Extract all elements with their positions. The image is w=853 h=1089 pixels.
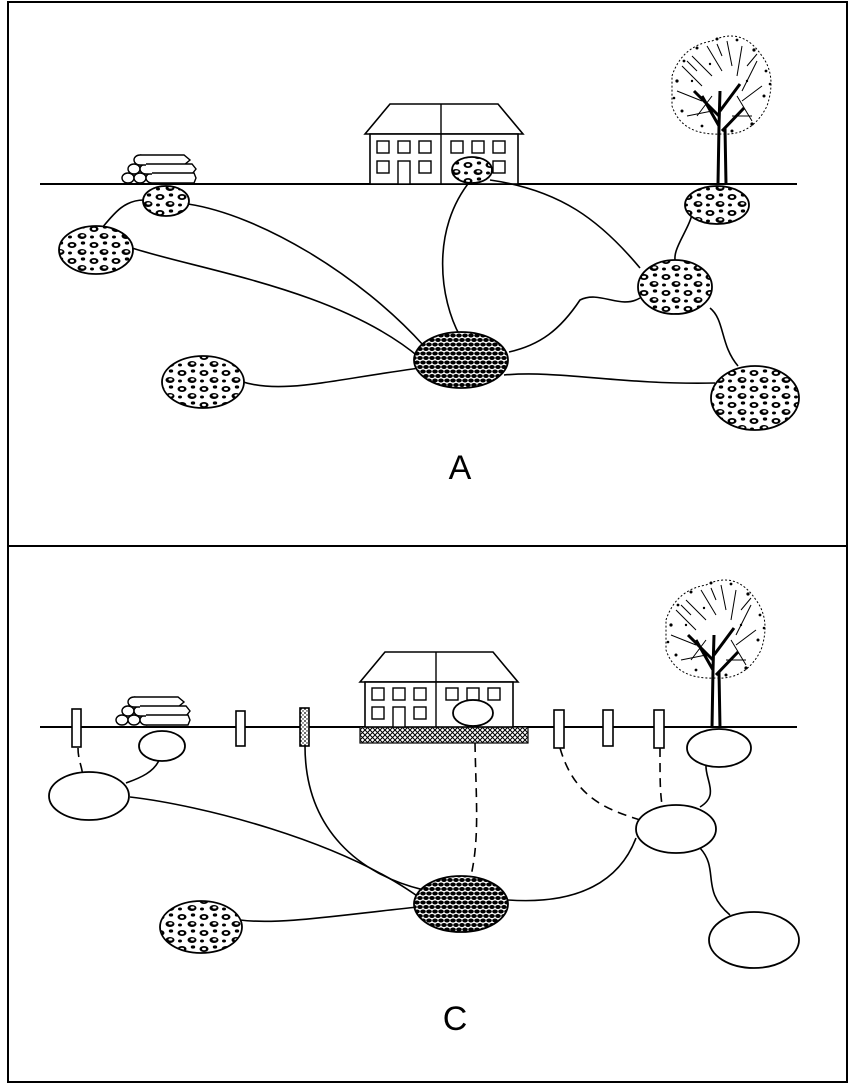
nest-chambers-c <box>48 699 800 969</box>
panel-label-c: C <box>443 1000 468 1038</box>
main-nest-icon <box>413 331 509 389</box>
nest-chamber-icon <box>710 365 800 431</box>
fence-post-icon <box>553 709 565 749</box>
log-pile-icon <box>121 154 197 184</box>
abandoned-tunnels-c <box>77 742 663 881</box>
fence-post-icon <box>299 707 310 747</box>
panel-label-a: A <box>449 449 472 487</box>
fence-posts <box>71 707 665 749</box>
figure-frame <box>7 1 848 1083</box>
nest-chamber-icon <box>708 911 800 969</box>
nest-chamber-icon <box>58 225 134 275</box>
house-icon <box>358 651 520 728</box>
nest-chamber-icon <box>637 259 713 315</box>
nest-chambers-a <box>58 156 800 431</box>
nest-chamber-icon <box>138 730 186 762</box>
fence-post-icon <box>235 710 246 747</box>
nest-chamber-icon <box>452 699 494 727</box>
panel-c: C <box>40 579 800 1038</box>
tree-icon <box>665 579 766 729</box>
nest-chamber-icon <box>48 771 130 821</box>
panel-a: A <box>40 35 800 487</box>
log-pile-icon <box>115 696 191 726</box>
tunnels-c <box>125 745 731 923</box>
fence-post-icon <box>653 709 665 749</box>
nest-chamber-icon <box>451 156 493 184</box>
main-nest-icon <box>413 875 509 933</box>
nest-chamber-icon <box>159 900 243 954</box>
nest-chamber-icon <box>684 185 750 225</box>
concrete-slab <box>359 726 529 744</box>
tunnels-a <box>94 179 739 388</box>
fence-post-icon <box>71 708 82 748</box>
nest-chamber-icon <box>635 804 717 854</box>
tree-icon <box>671 35 772 185</box>
house-icon <box>363 103 525 185</box>
nest-chamber-icon <box>161 355 245 409</box>
fence-post-icon <box>602 709 614 747</box>
nest-chamber-icon <box>142 185 190 217</box>
nest-chamber-icon <box>686 728 752 768</box>
